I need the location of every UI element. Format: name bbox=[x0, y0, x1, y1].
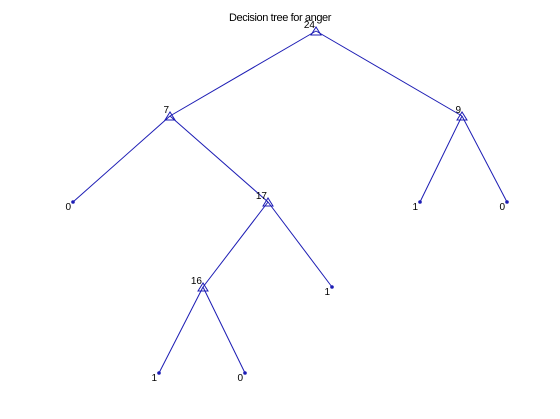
leaf-node-marker bbox=[243, 371, 247, 375]
split-node-marker bbox=[456, 111, 468, 121]
split-node: 7 bbox=[163, 105, 176, 121]
split-node-label: 16 bbox=[191, 276, 203, 287]
leaf-node-label: 0 bbox=[65, 202, 71, 213]
leaf-node-marker bbox=[330, 285, 334, 289]
leaf-node-label: 0 bbox=[237, 373, 243, 384]
tree-edge-n17-n16 bbox=[202, 201, 269, 288]
tree-edge-n17-l4 bbox=[267, 201, 333, 288]
leaf-node: 1 bbox=[324, 285, 334, 298]
leaf-node-label: 1 bbox=[412, 202, 418, 213]
leaf-node-marker bbox=[418, 200, 422, 204]
leaf-node-marker bbox=[157, 371, 161, 375]
tree-edge-n7-l1 bbox=[72, 115, 171, 203]
leaf-node-marker bbox=[505, 200, 509, 204]
split-node-label: 9 bbox=[455, 105, 461, 116]
tree-edge-n9-l6 bbox=[461, 115, 508, 203]
tree-edge-n16-l3 bbox=[202, 286, 246, 374]
tree-edge-n16-l2 bbox=[158, 286, 204, 374]
split-node: 16 bbox=[191, 276, 209, 292]
tree-edges bbox=[72, 30, 508, 374]
split-node-label: 17 bbox=[256, 191, 268, 202]
leaf-node: 0 bbox=[499, 200, 509, 213]
tree-nodes: 24 7 9 17 16 0 1 0 1 1 0 bbox=[65, 20, 509, 384]
tree-edge-n7-n17 bbox=[169, 115, 269, 203]
split-node: 17 bbox=[256, 191, 274, 207]
split-node-marker bbox=[164, 111, 176, 121]
split-node-marker bbox=[262, 197, 274, 207]
split-node-label: 24 bbox=[304, 20, 316, 31]
leaf-node-label: 1 bbox=[151, 373, 157, 384]
leaf-node-label: 1 bbox=[324, 287, 330, 298]
split-node: 24 bbox=[304, 20, 322, 36]
leaf-node: 1 bbox=[151, 371, 161, 384]
split-node-label: 7 bbox=[163, 105, 169, 116]
split-node: 9 bbox=[455, 105, 468, 121]
tree-edge-n24-n7 bbox=[169, 30, 317, 117]
figure-title: Decision tree for anger bbox=[228, 12, 332, 24]
tree-edge-n9-l5 bbox=[419, 115, 463, 203]
split-node-marker bbox=[310, 26, 322, 36]
leaf-node-marker bbox=[71, 200, 75, 204]
split-node-marker bbox=[197, 282, 209, 292]
leaf-node: 1 bbox=[412, 200, 422, 213]
tree-edge-n24-n9 bbox=[315, 30, 463, 117]
leaf-node: 0 bbox=[237, 371, 247, 384]
leaf-node-label: 0 bbox=[499, 202, 505, 213]
leaf-node: 0 bbox=[65, 200, 75, 213]
